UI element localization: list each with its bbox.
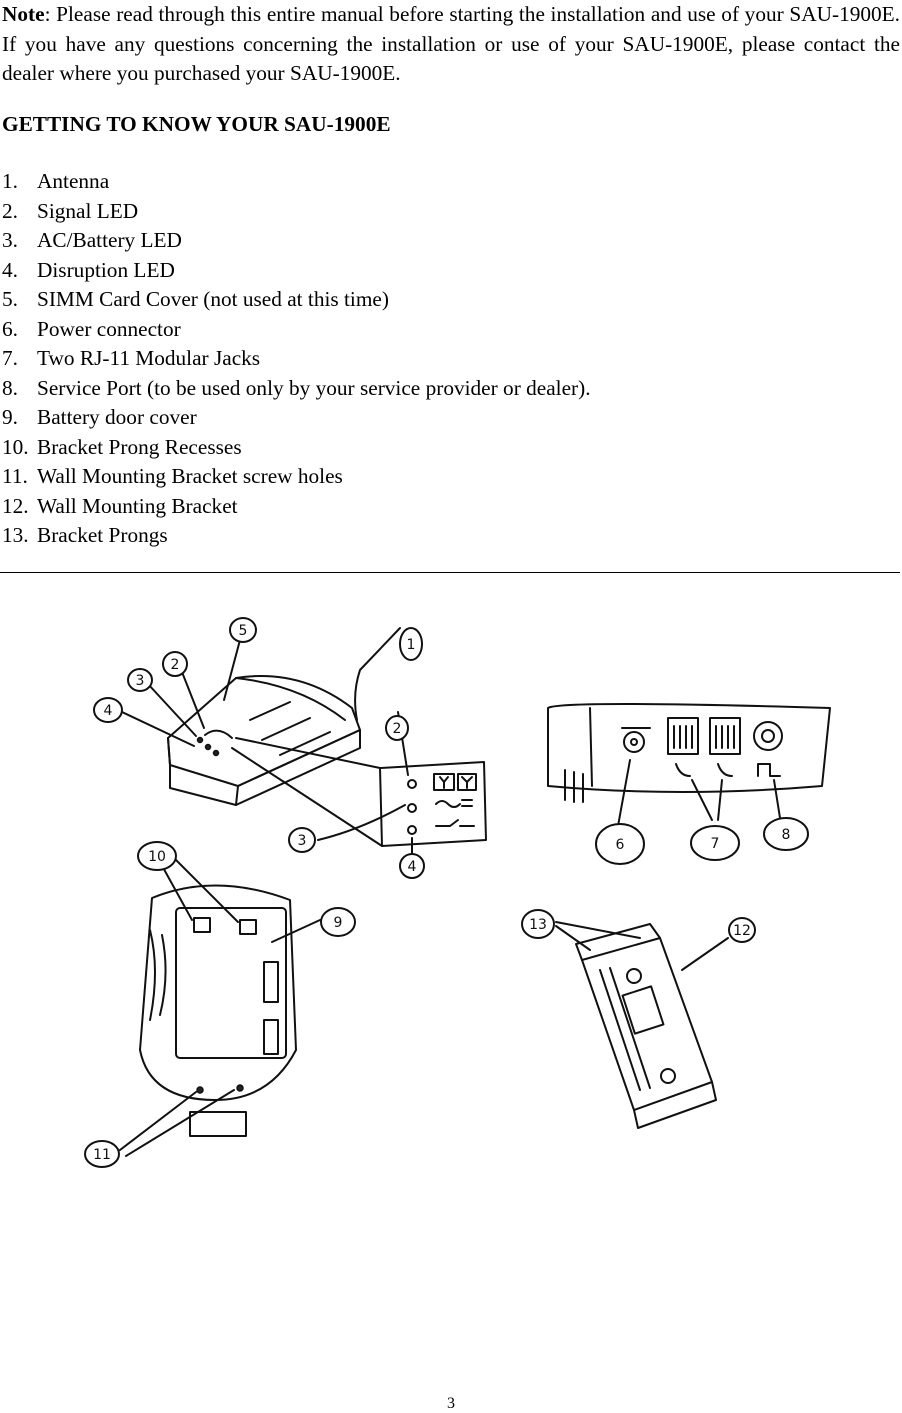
item-number: 7. (2, 346, 18, 370)
item-label: Service Port (to be used only by your se… (37, 375, 591, 400)
item-label: Battery door cover (37, 405, 197, 429)
svg-text:4: 4 (408, 859, 417, 875)
svg-text:3: 3 (136, 673, 145, 689)
callout-12: 12 (728, 917, 756, 943)
wall-bracket-sketch (555, 921, 729, 1129)
item-label: Bracket Prong Recesses (37, 434, 242, 459)
svg-text:9: 9 (334, 915, 343, 931)
list-item: 10. Bracket Prong Recesses (2, 433, 591, 463)
item-number: 3. (2, 228, 18, 252)
rear-panel-sketch (547, 703, 831, 827)
device-back-sketch (119, 855, 321, 1157)
item-label: Power connector (37, 316, 181, 341)
item-number: 10. (2, 434, 29, 459)
item-label: SIMM Card Cover (not used at this time) (37, 287, 389, 311)
list-item: 9. Battery door cover (2, 403, 591, 433)
list-item: 7. Two RJ-11 Modular Jacks (2, 344, 591, 374)
item-number: 6. (2, 316, 18, 341)
item-number: 12. (2, 493, 29, 518)
callout-13: 13 (521, 909, 555, 939)
svg-text:2: 2 (171, 657, 180, 673)
callout-3: 3 (127, 668, 153, 692)
callout-2: 2 (162, 651, 188, 677)
item-number: 4. (2, 257, 18, 282)
svg-text:3: 3 (298, 833, 307, 849)
svg-text:8: 8 (782, 827, 791, 843)
intro-note: Note: Please read through this entire ma… (2, 0, 900, 89)
item-number: 8. (2, 375, 18, 400)
svg-text:1: 1 (407, 637, 416, 653)
callout-11: 11 (84, 1140, 120, 1168)
callout-markers: 5 1 2 3 4 (84, 617, 809, 1168)
sketch-canvas: 5 1 2 3 4 (84, 617, 831, 1168)
callout-1: 1 (399, 627, 423, 661)
callout-5: 5 (229, 617, 257, 643)
list-item: 12. Wall Mounting Bracket (2, 492, 591, 522)
device-perspective-sketch (121, 627, 487, 859)
callout-9: 9 (320, 907, 356, 937)
note-label: Note (2, 2, 45, 26)
item-label: Wall Mounting Bracket (37, 493, 238, 518)
item-label: Disruption LED (37, 257, 175, 282)
list-item: 3. AC/Battery LED (2, 226, 591, 256)
list-item: 11. Wall Mounting Bracket screw holes (2, 462, 591, 492)
item-label: Two RJ-11 Modular Jacks (37, 346, 261, 370)
svg-text:10: 10 (148, 849, 166, 865)
svg-text:13: 13 (529, 917, 547, 933)
item-label: Wall Mounting Bracket screw holes (37, 464, 343, 488)
list-item: 6. Power connector (2, 315, 591, 345)
svg-text:4: 4 (104, 703, 113, 719)
callout-10: 10 (137, 841, 177, 871)
item-number: 1. (2, 169, 18, 193)
callout-4: 4 (399, 853, 425, 879)
item-label: Bracket Prongs (37, 523, 168, 547)
item-number: 13. (2, 523, 29, 547)
svg-text:5: 5 (239, 623, 248, 639)
list-item: 1. Antenna (2, 167, 591, 197)
device-illustration: 5 1 2 3 4 (0, 590, 902, 1200)
callout-2: 2 (385, 715, 409, 741)
callout-8: 8 (763, 817, 809, 851)
note-text: : Please read through this entire manual… (2, 2, 900, 85)
item-label: Antenna (37, 169, 110, 193)
list-item: 2. Signal LED (2, 197, 591, 227)
item-label: AC/Battery LED (37, 228, 182, 252)
list-item: 4. Disruption LED (2, 256, 591, 286)
callout-6: 6 (595, 823, 645, 865)
callout-3: 3 (288, 827, 316, 853)
callout-4: 4 (93, 697, 123, 723)
svg-text:6: 6 (616, 837, 625, 853)
list-item: 13. Bracket Prongs (2, 521, 591, 551)
svg-text:2: 2 (393, 721, 402, 737)
item-label: Signal LED (37, 198, 139, 223)
item-number: 5. (2, 287, 18, 311)
svg-text:12: 12 (733, 923, 751, 939)
list-item: 8. Service Port (to be used only by your … (2, 374, 591, 404)
list-item: 5. SIMM Card Cover (not used at this time… (2, 285, 591, 315)
svg-text:11: 11 (93, 1147, 111, 1163)
page-number: 3 (447, 1395, 455, 1412)
item-number: 9. (2, 405, 18, 429)
item-number: 2. (2, 198, 18, 223)
section-heading: GETTING TO KNOW YOUR SAU-1900E (2, 112, 391, 136)
callout-7: 7 (690, 825, 740, 861)
item-number: 11. (2, 464, 28, 488)
section-divider (0, 572, 900, 573)
parts-list: 1.Antenna 2.Signal LED 3.AC/Battery LED … (2, 167, 591, 551)
svg-text:7: 7 (711, 836, 720, 852)
